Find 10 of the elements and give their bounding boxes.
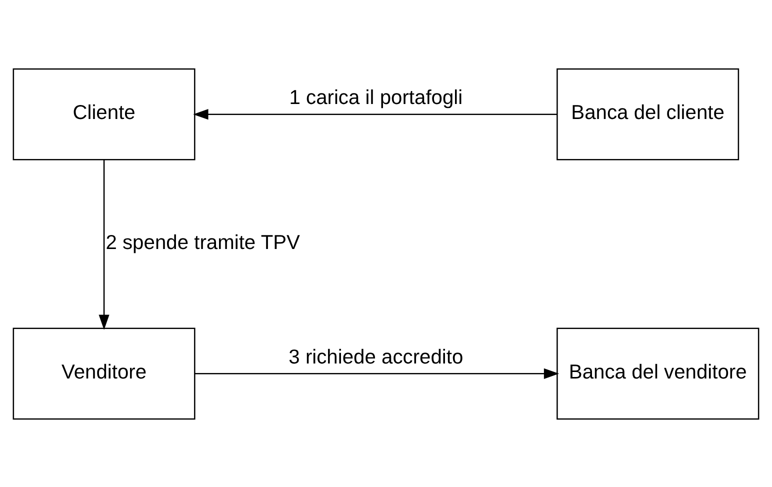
node-box: Banca del cliente	[556, 68, 740, 160]
arrow	[194, 368, 560, 378]
node-box: Venditore	[12, 327, 196, 420]
node-box: Banca del venditore	[556, 327, 760, 420]
edge-label: 2 spende tramite TPV	[106, 231, 300, 254]
arrow	[193, 108, 557, 120]
edge-label: 1 carica il portafogli	[289, 86, 463, 109]
arrow	[98, 159, 110, 330]
edge-label: 3 richiede accredito	[288, 346, 464, 368]
node-box: Cliente	[12, 68, 196, 160]
